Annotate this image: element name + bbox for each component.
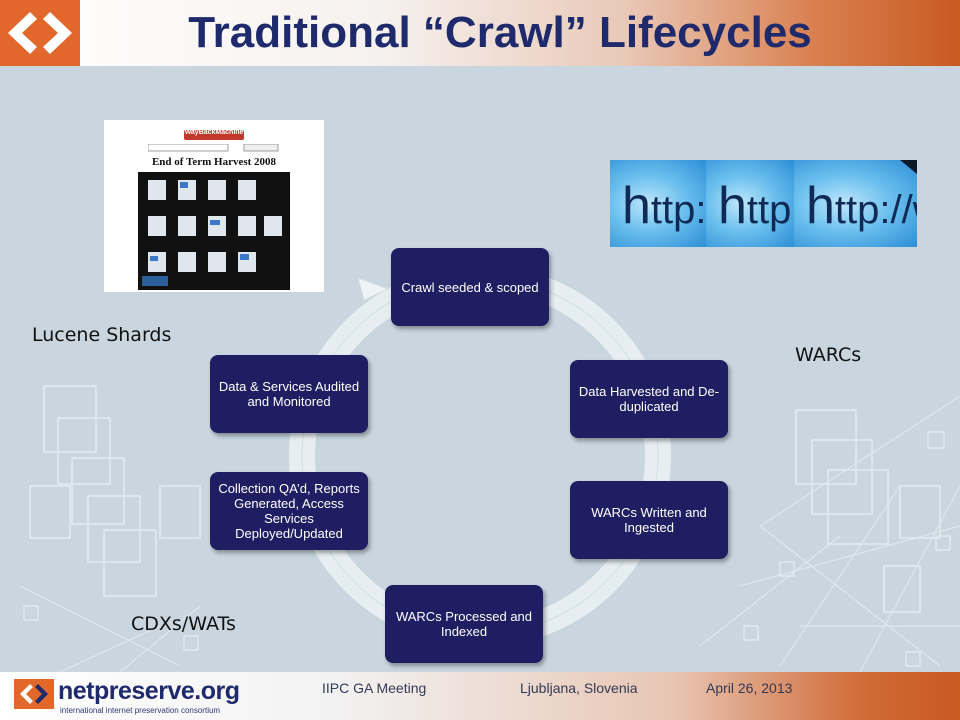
http-h-glyph: h xyxy=(718,177,747,235)
wayback-screenshot: WayBackMachine End of Term Harvest 2008 xyxy=(104,120,324,292)
step-warcs-processed: WARCs Processed and Indexed xyxy=(385,585,543,663)
slide-title: Traditional “Crawl” Lifecycles xyxy=(188,8,812,57)
http-tile-text: http://www xyxy=(806,177,917,235)
thumbnail-grid xyxy=(138,172,290,290)
background-pattern xyxy=(19,385,960,672)
footer-bar: netpreserve.org international internet p… xyxy=(0,672,960,720)
label-cdx-wats: CDXs/WATs xyxy=(131,613,236,635)
brand-tagline: international internet preservation cons… xyxy=(60,706,221,715)
cycle-arrow-icon xyxy=(357,277,390,301)
http-h-glyph: h xyxy=(806,177,835,235)
step-collection-qa: Collection QA’d, Reports Generated, Acce… xyxy=(210,472,368,550)
brand-name: netpreserve.org xyxy=(58,677,240,705)
footer-meeting: IIPC GA Meeting xyxy=(322,680,427,696)
http-h-glyph: h xyxy=(622,177,651,235)
brackets-icon xyxy=(8,12,72,54)
wayback-logo-text: WayBackMachine xyxy=(184,129,244,136)
header-bar: Traditional “Crawl” Lifecycles xyxy=(0,0,960,66)
http-tile: http:/ xyxy=(706,160,814,247)
search-bar-icon xyxy=(148,144,279,152)
thumbnail-title: End of Term Harvest 2008 xyxy=(151,156,277,168)
wayback-logo xyxy=(184,130,244,140)
footer-location: Ljubljana, Slovenia xyxy=(520,680,638,696)
logo-icon xyxy=(0,0,80,66)
label-warcs: WARCs xyxy=(795,344,862,366)
http-tile: http://www xyxy=(794,160,917,247)
step-crawl-seeded: Crawl seeded & scoped xyxy=(391,248,549,326)
step-data-harvested: Data Harvested and De-duplicated xyxy=(570,360,728,438)
website-thumbnails-icon xyxy=(142,180,282,286)
step-warcs-written: WARCs Written and Ingested xyxy=(570,481,728,559)
footer-date: April 26, 2013 xyxy=(706,680,793,696)
http-image: http:// http:/ http://www xyxy=(610,160,917,247)
step-data-audited: Data & Services Audited and Monitored xyxy=(210,355,368,433)
label-lucene-shards: Lucene Shards xyxy=(32,324,172,346)
netpreserve-logo-icon xyxy=(14,679,54,709)
corner-shadow xyxy=(900,160,917,174)
